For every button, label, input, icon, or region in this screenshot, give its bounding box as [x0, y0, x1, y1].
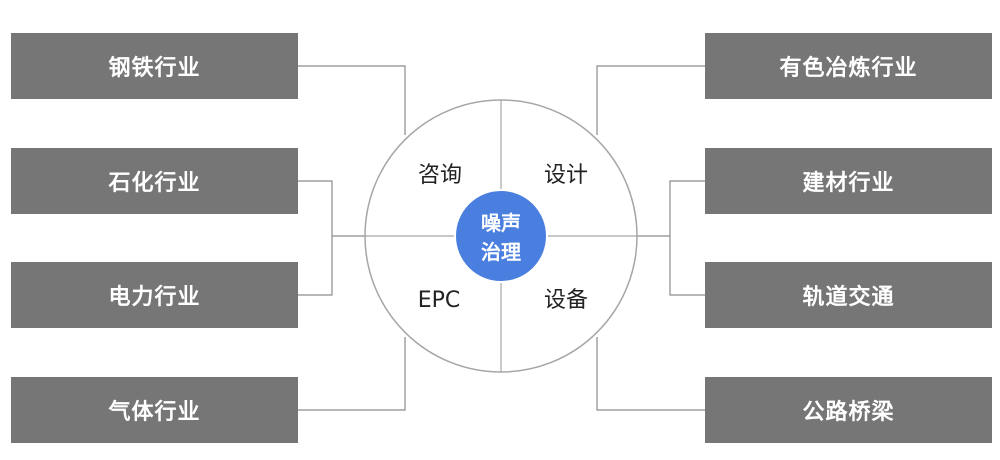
- industry-label: 气体行业: [108, 400, 201, 425]
- connector-left-2: [298, 180, 333, 236]
- quadrant-epc: EPC: [418, 288, 461, 313]
- connector-right-1: [596, 65, 705, 135]
- industry-box-petrochemical: 石化行业: [11, 148, 298, 214]
- center-label-line1: 噪声: [481, 211, 521, 235]
- quadrant-design: 设计: [544, 163, 588, 188]
- connector-right-3: [669, 236, 705, 296]
- industry-label: 钢铁行业: [108, 56, 201, 81]
- connector-right-2: [669, 180, 705, 236]
- industry-label: 轨道交通: [802, 285, 895, 310]
- center-circle: [454, 189, 548, 283]
- industry-box-building-materials: 建材行业: [705, 148, 992, 214]
- center-label-line2: 治理: [481, 240, 521, 264]
- industry-label: 有色冶炼行业: [779, 56, 918, 81]
- industry-label: 公路桥梁: [802, 400, 895, 425]
- quadrant-consulting: 咨询: [418, 163, 462, 188]
- connector-right-4: [596, 337, 705, 411]
- connector-left-1: [298, 65, 406, 135]
- industry-box-gas: 气体行业: [11, 377, 298, 443]
- connector-left-3: [298, 236, 333, 296]
- industry-box-power: 电力行业: [11, 262, 298, 328]
- industry-box-highway-bridge: 公路桥梁: [705, 377, 992, 443]
- industry-label: 电力行业: [108, 285, 201, 310]
- quadrant-equipment: 设备: [544, 288, 588, 313]
- industry-box-nonferrous: 有色冶炼行业: [705, 33, 992, 99]
- industry-box-steel: 钢铁行业: [11, 33, 298, 99]
- connector-left-4: [298, 337, 406, 411]
- industry-box-rail-transit: 轨道交通: [705, 262, 992, 328]
- industry-label: 石化行业: [108, 171, 201, 196]
- industry-label: 建材行业: [802, 171, 895, 196]
